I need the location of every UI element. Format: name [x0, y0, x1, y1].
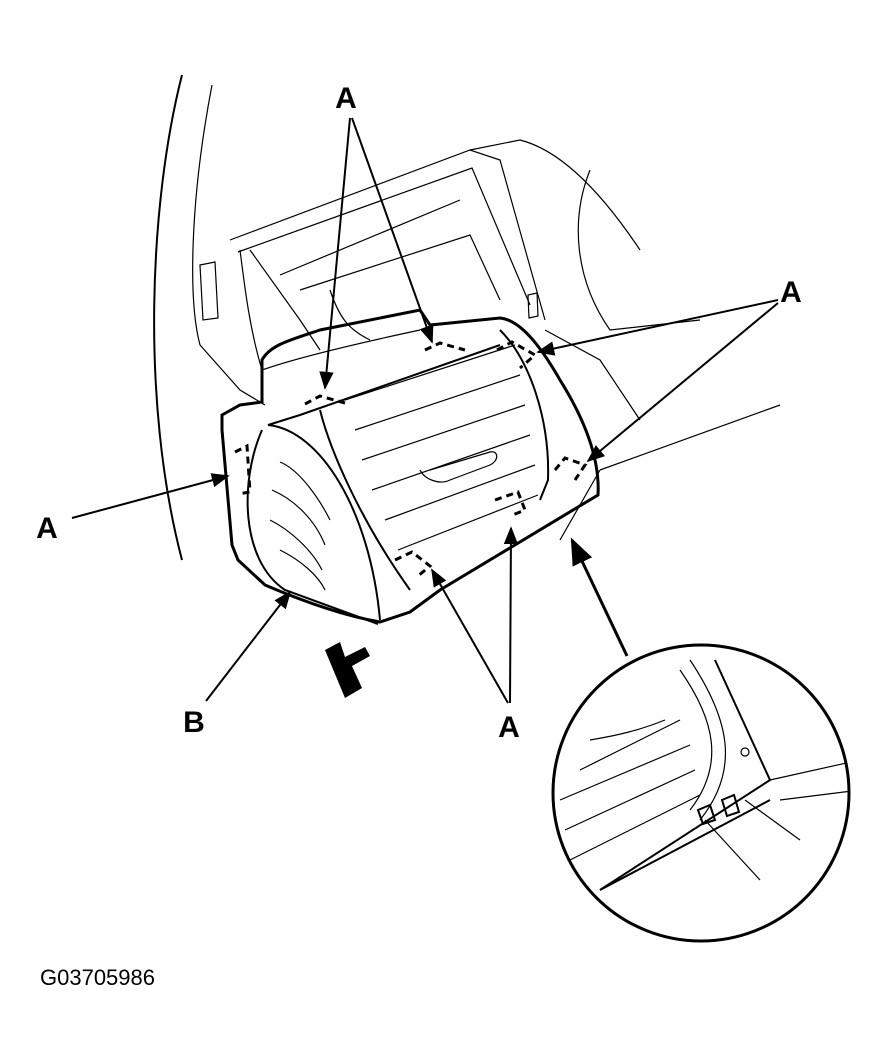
removal-direction-arrow [325, 642, 370, 698]
label-a-bottom: A [498, 711, 520, 744]
air-vent-b [220, 308, 600, 625]
label-a-top: A [335, 82, 357, 115]
label-a-right: A [780, 276, 802, 309]
leader-arrows [71, 117, 779, 704]
detail-callout-circle [551, 643, 851, 943]
label-b: B [183, 706, 205, 739]
figure-code: G03705986 [40, 965, 155, 990]
label-a-left: A [36, 512, 58, 545]
